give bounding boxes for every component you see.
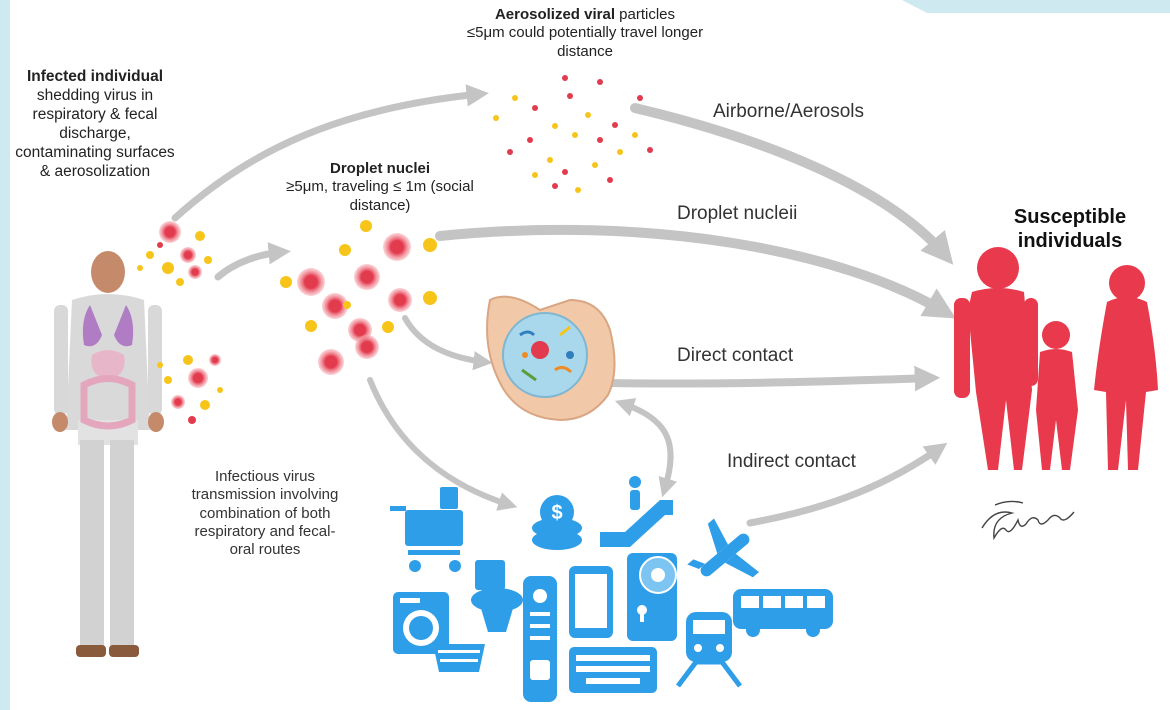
aerosol-title-bold: Aerosolized viral [494,6,615,23]
droplet-text: Droplet nuclei ≥5μm, traveling ≤ 1m (soc… [265,160,495,215]
route-label-direct-contact: Direct contact [677,345,794,366]
arrow-to-droplets [214,242,291,281]
escalator-icon [600,476,673,547]
infected-individual-text: Infected individual shedding virus in re… [10,68,180,181]
laundry-basket-icon [433,644,485,672]
route-label-airborne: Airborne/Aerosols [713,101,865,122]
route-label-droplet-nucleii: Droplet nucleii [677,203,798,224]
shopping-cart-icon [390,487,463,572]
aerosol-text: Aerosolized viral particles ≤5μm could p… [440,6,730,61]
train-icon [676,612,742,688]
droplet-detail: ≥5μm, traveling ≤ 1m (social distance) [286,178,474,214]
aerosol-detail: ≤5μm could potentially travel longer dis… [466,24,704,60]
arrow-to-aerosols [171,84,489,222]
fecal-particle-cloud [157,354,223,424]
diagram-artwork: $ [52,75,1158,702]
toilet-icon [471,560,523,632]
arrow-droplet-route [435,224,957,319]
frame-notch [900,0,1170,13]
mouth-particle-cloud [137,221,212,286]
arrow-airborne-route [630,103,954,265]
droplet-title: Droplet nuclei [329,160,430,177]
hand-with-microbes-icon [486,295,616,422]
washing-machine-icon [393,592,449,654]
arrow-direct-route [606,365,941,392]
aerosol-title-rest: particles [615,6,676,23]
arrow-indirect-route [746,442,948,527]
infected-individual-title: Infected individual [26,68,164,85]
airplane-icon [687,518,759,578]
infected-individual-description: shedding virus in respiratory & fecal di… [15,86,175,180]
family-silhouette-icon [954,247,1158,470]
svg-text:$: $ [551,502,562,524]
arrow-to-hand [402,315,493,371]
bus-icon [733,589,833,637]
aerosol-particles [493,75,653,193]
arrow-to-surfaces [367,377,518,511]
infected-person-icon [52,251,164,657]
route-label-indirect-contact: Indirect contact [727,451,856,472]
signature-icon [981,500,1075,541]
transmission-arrows [171,84,957,527]
smartphone-icon [569,566,613,638]
keyboard-icon [569,647,657,693]
susceptible-individuals-title: Susceptible individuals [1013,206,1127,252]
droplet-nuclei-particles [280,220,437,375]
combination-routes-note: Infectious virus transmission involving … [191,468,339,559]
coins-icon: $ [532,495,582,550]
tv-remote-icon [523,576,557,702]
arrow-hand-surfaces-bidirectional [614,398,677,498]
door-knob-icon [627,553,677,641]
diagram-canvas: $ [10,0,1170,710]
